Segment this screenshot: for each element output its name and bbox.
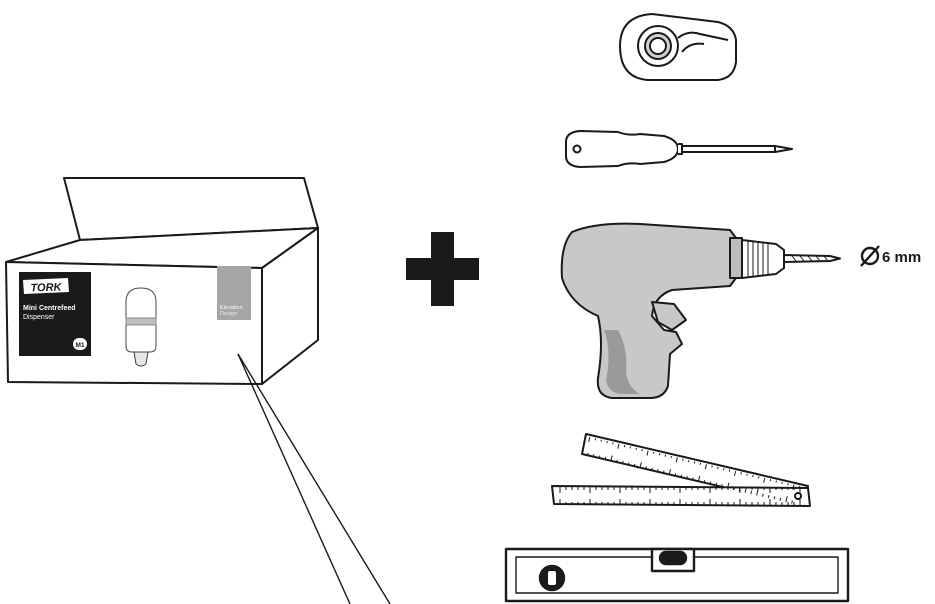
bit-size-text: 6 mm [882,249,921,266]
plus-icon [406,232,479,306]
tork-label: TORK Mini Centrefeed Dispenser M1 [19,272,91,356]
tape-dispenser-icon [619,13,737,81]
design-line1: Elevation [220,305,243,311]
product-name-line1: Mini Centrefeed [23,305,76,312]
product-name-line2: Dispenser [23,314,55,321]
diameter-icon [860,245,880,267]
screwdriver-icon [565,130,793,168]
box-side [261,227,319,385]
model-badge: M1 [75,342,84,349]
dispenser-picture [125,287,157,367]
design-line2: Design [220,311,237,317]
ruler-ticks [559,436,801,505]
drill-icon [560,222,841,399]
folding-ruler-icon [551,433,811,507]
tork-logo-text: TORK [30,281,62,294]
design-label: Elevation Design [217,266,251,320]
spirit-level-icon [504,547,850,603]
tork-logo: TORK [23,278,69,295]
bit-size-label: 6 mm [860,245,921,267]
callout-lines [237,353,391,604]
